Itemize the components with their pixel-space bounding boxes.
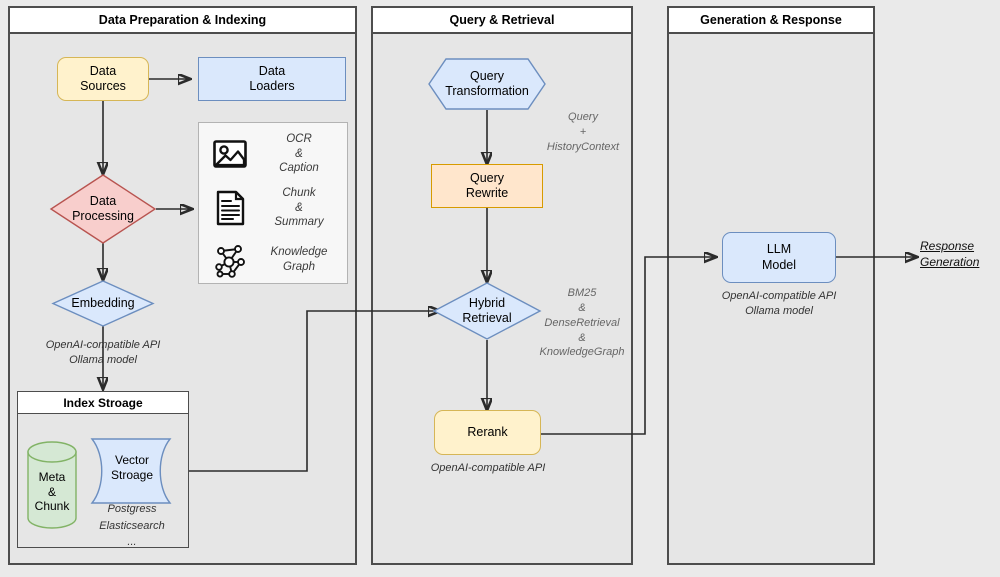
node-llm-model-label: LLM Model	[761, 242, 797, 272]
capability-knowledge-graph: Knowledge Graph	[210, 236, 340, 284]
note-retrieval-methods: BM25 & DenseRetrieval & KnowledgeGraph	[539, 287, 625, 359]
note-query-context: Query + HistoryContext	[546, 111, 620, 153]
image-icon	[210, 134, 250, 174]
node-data-loaders-label: Data Loaders	[249, 63, 295, 93]
node-rerank[interactable]: Rerank	[434, 410, 541, 455]
note-llm-api: OpenAI-compatible API Ollama model	[721, 290, 837, 317]
panel-title-generation-response: Generation & Response	[669, 8, 873, 34]
note-rerank-api: OpenAI-compatible API	[430, 462, 546, 474]
panel-title-query-retrieval: Query & Retrieval	[373, 8, 631, 34]
node-llm-model[interactable]: LLM Model	[722, 232, 836, 283]
node-query-transformation[interactable]	[428, 58, 546, 110]
label-response-generation: Response Generation	[920, 239, 980, 270]
node-query-rewrite-label: Query Rewrite	[465, 170, 509, 200]
node-vector-storage[interactable]	[90, 437, 188, 505]
document-icon	[210, 188, 250, 228]
note-vector-storage-backends: Postgress Elasticsearch ...	[99, 503, 165, 548]
node-data-processing[interactable]	[49, 174, 157, 244]
node-meta-chunk[interactable]	[26, 441, 78, 529]
node-data-sources[interactable]: Data Sources	[57, 57, 149, 101]
note-embedding-api: OpenAI-compatible API Ollama model	[45, 339, 161, 366]
node-query-rewrite[interactable]: Query Rewrite	[431, 164, 543, 208]
node-rerank-label: Rerank	[467, 424, 508, 439]
index-storage-title: Index Stroage	[18, 392, 188, 414]
graph-icon	[210, 240, 250, 280]
node-embedding[interactable]	[51, 280, 155, 327]
capability-chunk-summary: Chunk & Summary	[210, 184, 340, 232]
capability-ocr-caption: OCR & Caption	[210, 130, 340, 178]
panel-title-data-preparation: Data Preparation & Indexing	[10, 8, 355, 34]
node-hybrid-retrieval[interactable]	[432, 282, 542, 340]
capability-knowledge-graph-label: Knowledge Graph	[270, 246, 328, 273]
panel-generation-response: Generation & Response	[667, 6, 875, 565]
capability-ocr-caption-label: OCR & Caption	[279, 132, 319, 175]
capability-chunk-summary-label: Chunk & Summary	[274, 186, 324, 229]
node-data-loaders[interactable]: Data Loaders	[198, 57, 346, 101]
node-data-sources-label: Data Sources	[80, 63, 126, 93]
